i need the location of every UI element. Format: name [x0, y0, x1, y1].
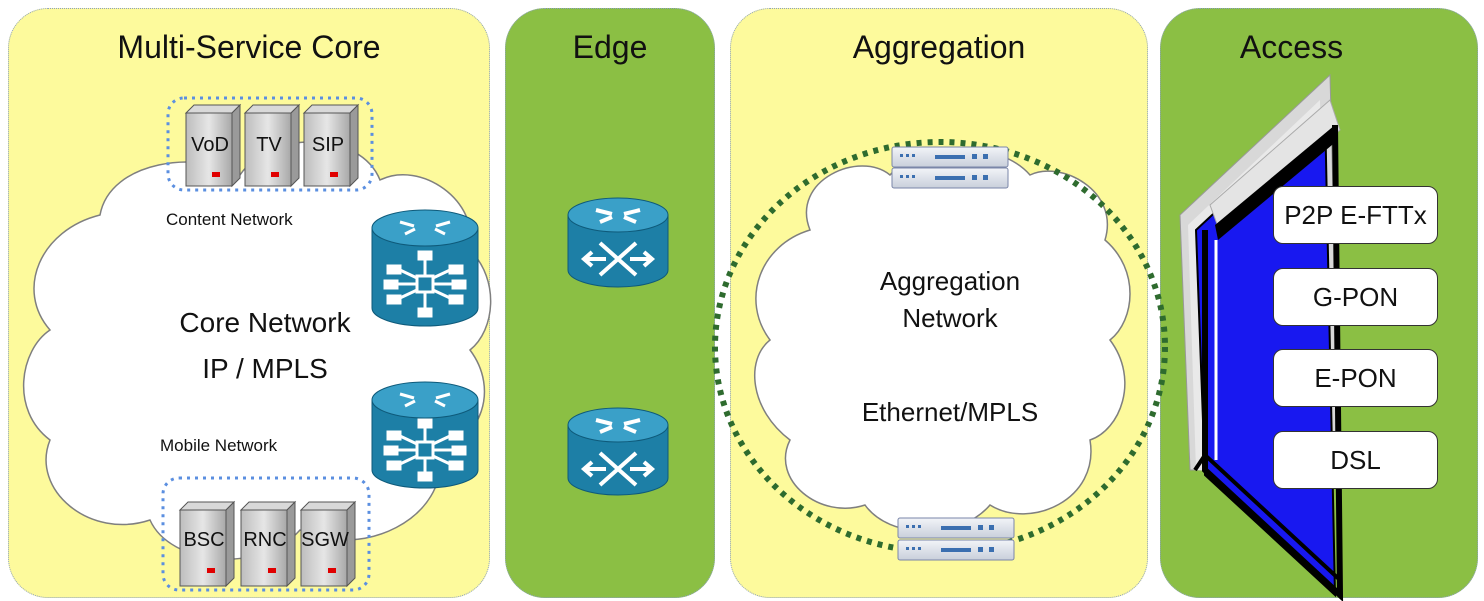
access-title: Access	[1239, 29, 1344, 65]
access-tech-gpon: G-PON	[1273, 268, 1438, 326]
mobile-network-label: Mobile Network	[160, 436, 278, 455]
server-vod	[184, 103, 242, 188]
server-label-vod: VoD	[191, 134, 229, 156]
access-tech-dsl: DSL	[1273, 431, 1438, 489]
core-protocol-label: IP / MPLS	[202, 353, 328, 384]
access-tech-epon: E-PON	[1273, 349, 1438, 407]
aggregation-network-label-line2: Network	[902, 303, 998, 333]
server-bsc	[178, 500, 236, 588]
edge-panel: Edge	[505, 8, 715, 598]
content-network-label: Content Network	[166, 210, 293, 229]
core-network-label: Core Network	[179, 307, 351, 338]
server-sip	[302, 103, 360, 188]
server-label-sip: SIP	[311, 134, 345, 156]
server-label-sgw: SGW	[301, 529, 349, 551]
core-router-icon	[371, 381, 479, 489]
edge-title: Edge	[572, 29, 648, 65]
server-label-tv: TV	[256, 134, 282, 156]
core-router-icon	[371, 209, 479, 327]
core-title: Multi-Service Core	[117, 29, 381, 65]
server-label-bsc: BSC	[183, 529, 225, 551]
content-servers-group	[166, 96, 374, 192]
aggregation-ring	[712, 139, 1168, 555]
server-tv	[243, 103, 301, 188]
edge-router-icon	[567, 407, 669, 496]
aggregation-cloud	[753, 148, 1131, 532]
server-sgw	[299, 500, 357, 588]
aggregation-protocol-label: Ethernet/MPLS	[861, 397, 1039, 427]
server-rnc	[239, 500, 297, 588]
aggregation-switch-icon	[897, 517, 1015, 561]
access-device-icon	[1179, 73, 1344, 601]
aggregation-switch-icon	[891, 146, 1009, 189]
aggregation-title: Aggregation	[852, 29, 1026, 65]
server-label-rnc: RNC	[243, 529, 287, 551]
aggregation-network-label: Aggregation	[879, 266, 1021, 296]
edge-router-icon	[567, 197, 669, 288]
core-cloud	[22, 141, 492, 560]
access-tech-p2p: P2P E-FTTx	[1273, 186, 1438, 244]
